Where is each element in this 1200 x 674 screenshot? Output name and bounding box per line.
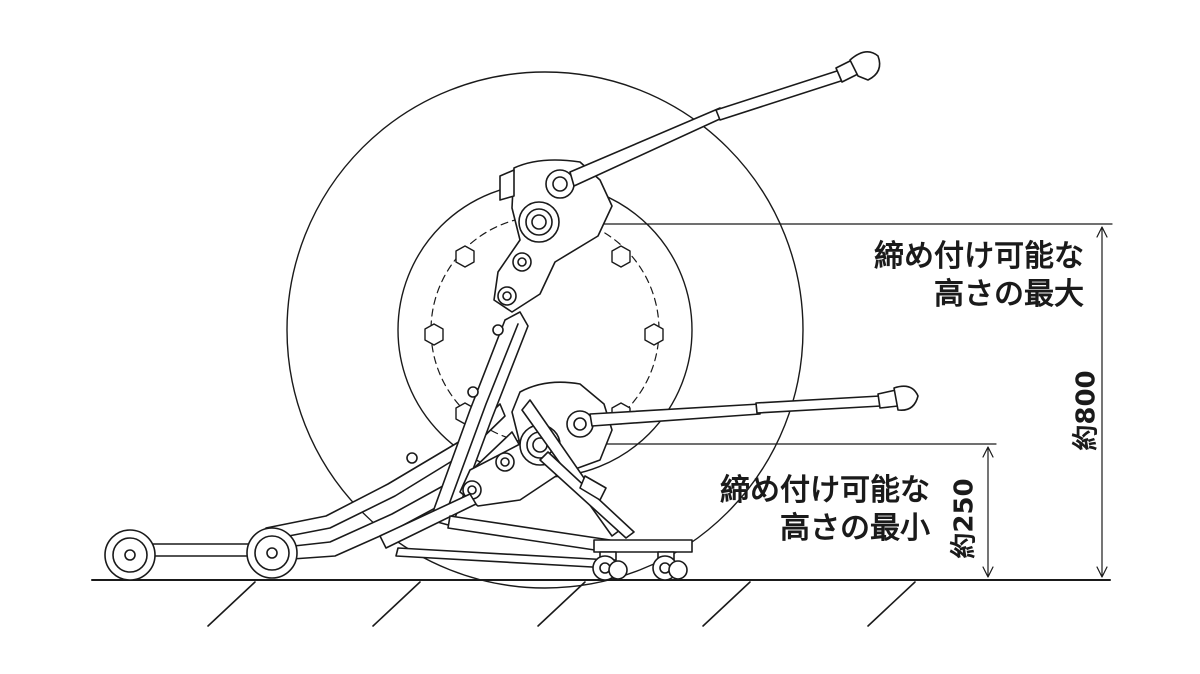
- max-dimension-value: 約800: [1071, 370, 1102, 451]
- max-label-line2: 高さの最大: [934, 276, 1084, 312]
- lower-handle: [589, 385, 919, 427]
- upper-bracket: [493, 159, 613, 313]
- dimension-lines: [547, 223, 1113, 578]
- caster-base: [592, 539, 693, 581]
- ground: [91, 579, 1111, 627]
- max-label-line1: 締め付け可能な: [874, 239, 1084, 274]
- front-arm: [104, 403, 521, 581]
- min-label-line1: 締め付け可能な: [720, 473, 930, 508]
- hydraulic-links: [379, 399, 635, 569]
- min-dimension-value: 約250: [949, 478, 980, 559]
- min-label-line2: 高さの最小: [780, 510, 930, 546]
- min-height-label: 締め付け可能な 高さの最小: [720, 472, 930, 547]
- upper-handle: [569, 51, 881, 187]
- max-height-label: 締め付け可能な 高さの最大: [874, 238, 1084, 313]
- lift-arm: [406, 311, 529, 527]
